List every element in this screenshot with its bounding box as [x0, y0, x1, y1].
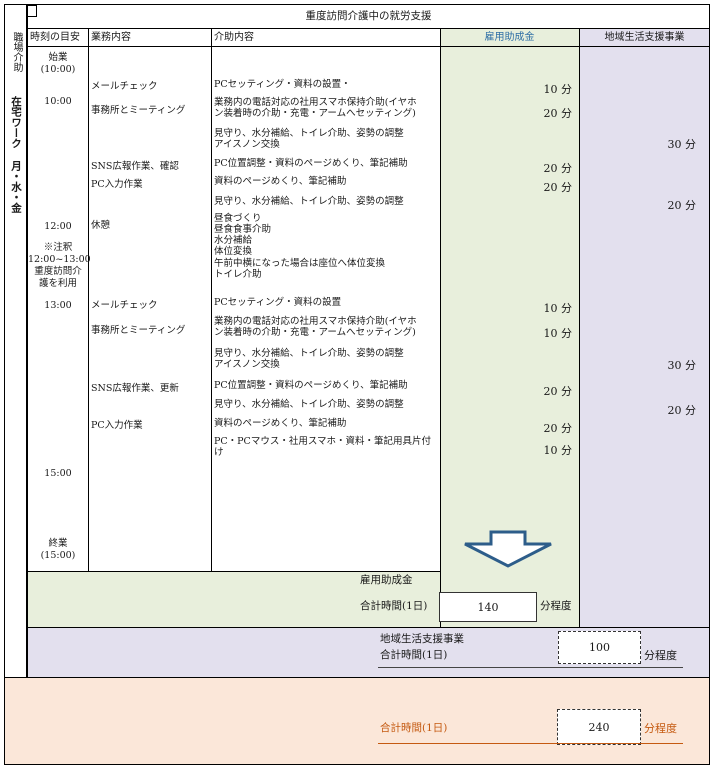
assist-item: 体位変換	[214, 246, 253, 257]
assist-item: 午前中横になった場合は座位へ体位変換	[214, 258, 386, 269]
work-item: 休憩	[91, 220, 111, 231]
community-minutes: 30 分	[667, 359, 697, 372]
community-total-value: 100	[589, 641, 610, 654]
employment-minutes: 10 分	[543, 327, 573, 340]
work-column-divider	[211, 28, 212, 571]
assist-item: 昼食づくり	[214, 213, 262, 224]
assist-item: 見守り、水分補給、トイレ介助、姿勢の調整	[214, 399, 404, 410]
side-column-divider	[26, 5, 28, 677]
assist-item: ン装着時の介助・充電・アームへセッティング)	[214, 327, 416, 338]
time-note-4: 護を利用	[38, 278, 77, 289]
work-item: メールチェック	[91, 81, 158, 92]
assist-item: PC位置調整・資料のページめくり、筆記補助	[214, 380, 408, 391]
employment-minutes: 20 分	[543, 107, 573, 120]
assist-item: 見守り、水分補給、トイレ介助、姿勢の調整	[214, 196, 404, 207]
grand-total-underline	[378, 743, 683, 744]
assist-item: PCセッティング・資料の設置・	[214, 79, 351, 90]
employment-minutes: 10 分	[543, 83, 573, 96]
assist-item: ン装着時の介助・充電・アームへセッティング)	[214, 108, 416, 119]
assist-item: 資料のページめくり、筆記補助	[214, 418, 347, 429]
down-arrow-icon	[464, 530, 552, 568]
assist-item: け	[214, 447, 224, 458]
work-item: PC入力作業	[91, 179, 143, 190]
employment-minutes: 20 分	[543, 385, 573, 398]
side-label-top: 職場介助	[11, 32, 22, 72]
header-employment: 雇用助成金	[484, 32, 535, 43]
employment-minutes: 20 分	[543, 181, 573, 194]
community-total-field[interactable]: 100	[558, 631, 641, 664]
community-summary-label: 地域生活支援事業	[380, 633, 464, 645]
assist-column-divider	[440, 28, 441, 627]
assist-item: PC位置調整・資料のページめくり、筆記補助	[214, 158, 408, 169]
employment-summary-label: 雇用助成金	[360, 574, 413, 586]
time-1500: 15:00	[44, 468, 72, 479]
community-underline	[378, 667, 683, 668]
title-bottom-line	[27, 28, 710, 29]
community-total-label: 合計時間(1日)	[380, 649, 448, 661]
work-item: PC入力作業	[91, 420, 143, 431]
time-1200: 12:00	[44, 221, 72, 232]
employment-minutes: 10 分	[543, 302, 573, 315]
assist-item: 昼食食事介助	[214, 224, 272, 235]
employment-column-divider	[579, 28, 580, 627]
community-minutes: 20 分	[667, 404, 697, 417]
work-item: 事務所とミーティング	[91, 105, 186, 116]
community-column-fill	[579, 28, 709, 627]
community-minutes: 30 分	[667, 138, 697, 151]
work-item: SNS広報作業、確認	[91, 161, 179, 172]
time-note-1: ※注釈	[43, 242, 73, 253]
assist-item: PCセッティング・資料の設置	[214, 297, 342, 308]
time-end-time: (15:00)	[40, 550, 76, 561]
assist-item: 水分補給	[214, 235, 253, 246]
grand-total-label: 合計時間(1日)	[380, 722, 448, 734]
time-start-time: (10:00)	[40, 64, 76, 75]
employment-column-fill	[440, 28, 579, 571]
time-note-3: 重度訪問介	[34, 266, 82, 277]
assist-item: PC・PCマウス・社用スマホ・資料・筆記用具片付	[214, 436, 432, 447]
grand-total-unit: 分程度	[644, 722, 677, 735]
header-assist: 介助内容	[214, 32, 254, 43]
assist-item: アイスノン交換	[214, 359, 280, 370]
work-item: メールチェック	[91, 300, 158, 311]
grand-total-value: 240	[588, 720, 610, 734]
assist-item: 業務内の電話対応の社用スマホ保持介助(イヤホ	[214, 316, 417, 327]
employment-summary-bottom-line	[27, 627, 710, 628]
body-bottom-line	[27, 571, 440, 572]
employment-total-unit: 分程度	[540, 600, 572, 612]
assist-item: トイレ介助	[214, 269, 262, 280]
time-1300: 13:00	[44, 300, 72, 311]
assist-item: 業務内の電話対応の社用スマホ保持介助(イヤホ	[214, 97, 417, 108]
header-time: 時刻の目安	[30, 32, 80, 43]
work-item: 事務所とミーティング	[91, 325, 186, 336]
outer-border	[4, 4, 710, 765]
time-end: 終業	[48, 538, 68, 549]
employment-total-label: 合計時間(1日)	[360, 600, 428, 612]
assist-item: アイスノン交換	[214, 139, 280, 150]
community-summary-bottom-line	[5, 677, 710, 678]
time-column-divider	[88, 28, 89, 571]
header-work: 業務内容	[91, 32, 131, 43]
community-total-unit: 分程度	[644, 649, 677, 662]
community-minutes: 20 分	[667, 199, 697, 212]
work-item: SNS広報作業、更新	[91, 383, 179, 394]
assist-item: 見守り、水分補給、トイレ介助、姿勢の調整	[214, 128, 404, 139]
header-bottom-line	[27, 46, 710, 47]
header-community: 地域生活支援事業	[604, 32, 685, 43]
time-note-2: 12:00~13:00	[28, 254, 91, 265]
employment-minutes: 20 分	[543, 422, 573, 435]
employment-total-value: 140	[477, 600, 499, 614]
side-label-bottom: 在宅ワーク 月・水・金	[10, 96, 22, 213]
employment-total-field[interactable]: 140	[439, 592, 537, 622]
time-start: 始業	[48, 52, 68, 63]
employment-minutes: 20 分	[543, 162, 573, 175]
assist-item: 資料のページめくり、筆記補助	[214, 176, 347, 187]
grand-total-field[interactable]: 240	[557, 709, 641, 745]
page-title: 重度訪問介護中の就労支援	[305, 10, 432, 22]
time-1000: 10:00	[44, 96, 72, 107]
assist-item: 見守り、水分補給、トイレ介助、姿勢の調整	[214, 348, 404, 359]
employment-minutes: 10 分	[543, 444, 573, 457]
